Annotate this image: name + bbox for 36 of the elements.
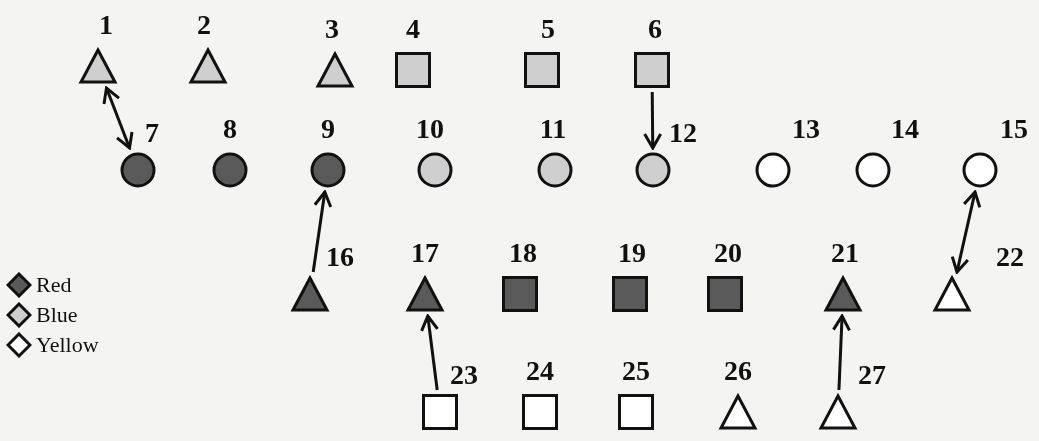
number-label: 2: [197, 10, 211, 40]
number-label: 12: [669, 118, 697, 148]
number-label: 21: [831, 238, 859, 268]
number-label: 1: [99, 10, 113, 40]
arrow: [102, 86, 134, 150]
number-label: 5: [541, 14, 555, 44]
number-label: 6: [648, 14, 662, 44]
number-label: 26: [724, 356, 752, 386]
number-label: 24: [526, 356, 554, 386]
arrow: [420, 314, 439, 391]
number-label: 18: [509, 238, 537, 268]
number-label: 23: [450, 360, 478, 390]
number-label: 4: [406, 14, 420, 44]
arrow: [950, 190, 982, 274]
number-label: 27: [858, 360, 886, 390]
number-label: 14: [891, 114, 919, 144]
number-label: 8: [223, 114, 237, 144]
arrow: [643, 92, 663, 150]
number-label: 10: [416, 114, 444, 144]
number-label: 9: [321, 114, 335, 144]
arrow: [832, 314, 851, 391]
number-label: 13: [792, 114, 820, 144]
number-label: 22: [996, 242, 1024, 272]
number-label: 11: [539, 114, 567, 144]
number-label: 25: [622, 356, 650, 386]
arrow: [311, 190, 333, 273]
number-label: 15: [1000, 114, 1028, 144]
number-label: 16: [326, 242, 354, 272]
number-label: 20: [714, 238, 742, 268]
number-label: 3: [325, 14, 339, 44]
number-label: 17: [411, 238, 439, 268]
legend-label: Blue: [36, 303, 78, 327]
number-label: 19: [618, 238, 646, 268]
legend-label: Yellow: [36, 333, 99, 357]
legend-label: Red: [36, 273, 72, 297]
number-label: 7: [145, 118, 159, 148]
